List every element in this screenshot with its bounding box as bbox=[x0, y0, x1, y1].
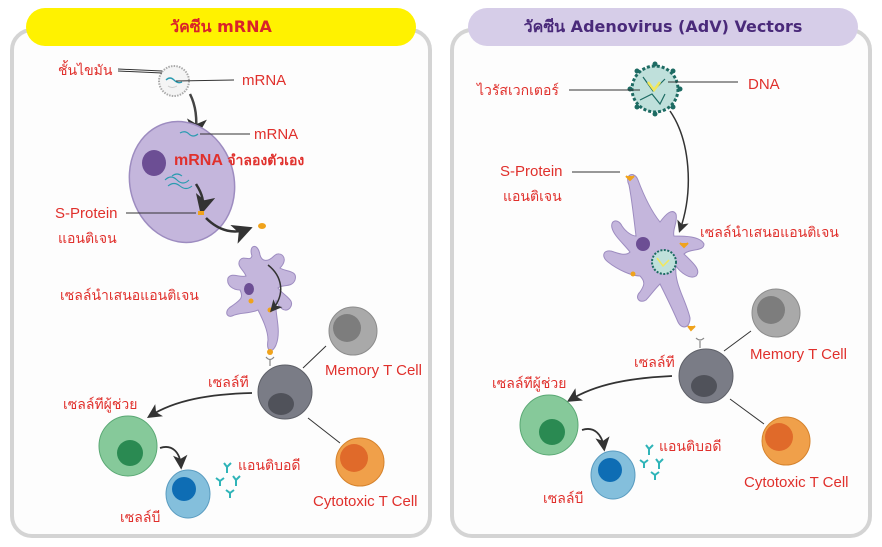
label-helper-t-cell: เซลล์ทีผู้ช่วย bbox=[63, 397, 138, 413]
helper-t-cell-icon bbox=[98, 415, 158, 477]
b-cell-icon bbox=[165, 469, 211, 519]
leader-line bbox=[117, 68, 163, 72]
label-helper-t-cell: เซลล์ทีผู้ช่วย bbox=[492, 376, 567, 392]
b-cell-icon bbox=[590, 450, 636, 500]
label-memory-t-cell: Memory T Cell bbox=[750, 346, 847, 363]
s-protein-icon bbox=[258, 223, 266, 229]
t-cell-icon bbox=[257, 364, 313, 420]
label-mrna-replicate: mRNA จำลองตัวเอง bbox=[174, 150, 304, 172]
t-cell-icon bbox=[678, 348, 734, 404]
label-lipid-layer: ชั้นไขมัน bbox=[58, 63, 113, 79]
label-b-cell: เซลล์บี bbox=[543, 491, 584, 507]
antibody-icon bbox=[215, 462, 241, 498]
label-mrna-bold: mRNA bbox=[174, 152, 223, 169]
adenovirus-icon bbox=[627, 61, 683, 117]
host-cell-icon bbox=[128, 120, 236, 244]
label-t-cell: เซลล์ที bbox=[208, 375, 249, 391]
label-memory-t-cell: Memory T Cell bbox=[325, 362, 422, 379]
cytotoxic-t-cell-icon bbox=[761, 416, 811, 466]
label-b-cell: เซลล์บี bbox=[120, 510, 161, 526]
antigen-presenting-cell-icon bbox=[226, 246, 296, 352]
cytotoxic-t-cell-icon bbox=[335, 437, 385, 487]
label-replicate-text: จำลองตัวเอง bbox=[227, 153, 305, 169]
memory-t-cell-icon bbox=[751, 288, 801, 338]
s-protein-icon bbox=[198, 211, 204, 215]
label-antibody: แอนติบอดี bbox=[238, 458, 301, 474]
label-apc: เซลล์นำเสนอแอนติเจน bbox=[60, 288, 199, 304]
label-dna: DNA bbox=[748, 76, 780, 93]
label-viral-vector: ไวรัสเวกเตอร์ bbox=[477, 83, 559, 99]
antigen-presenting-cell-icon bbox=[603, 174, 705, 332]
mrna-vaccine-title: วัคซีน mRNA bbox=[26, 8, 416, 46]
label-s-protein: S-Protein bbox=[500, 163, 563, 180]
label-s-protein: S-Protein bbox=[55, 205, 118, 222]
label-cytotoxic-t-cell: Cytotoxic T Cell bbox=[313, 493, 418, 510]
antibody-icon bbox=[639, 444, 664, 480]
label-mrna-2: mRNA bbox=[254, 126, 299, 143]
label-cytotoxic-t-cell: Cytotoxic T Cell bbox=[744, 474, 849, 491]
memory-t-cell-icon bbox=[328, 306, 378, 356]
helper-t-cell-icon bbox=[519, 394, 579, 456]
label-antigen: แอนติเจน bbox=[58, 231, 117, 247]
label-t-cell: เซลล์ที bbox=[634, 355, 675, 371]
label-antigen: แอนติเจน bbox=[503, 189, 562, 205]
label-mrna-1: mRNA bbox=[242, 72, 287, 89]
label-apc: เซลล์นำเสนอแอนติเจน bbox=[700, 225, 839, 241]
label-antibody: แอนติบอดี bbox=[659, 439, 722, 455]
adv-vaccine-title: วัคซีน Adenovirus (AdV) Vectors bbox=[468, 8, 858, 46]
